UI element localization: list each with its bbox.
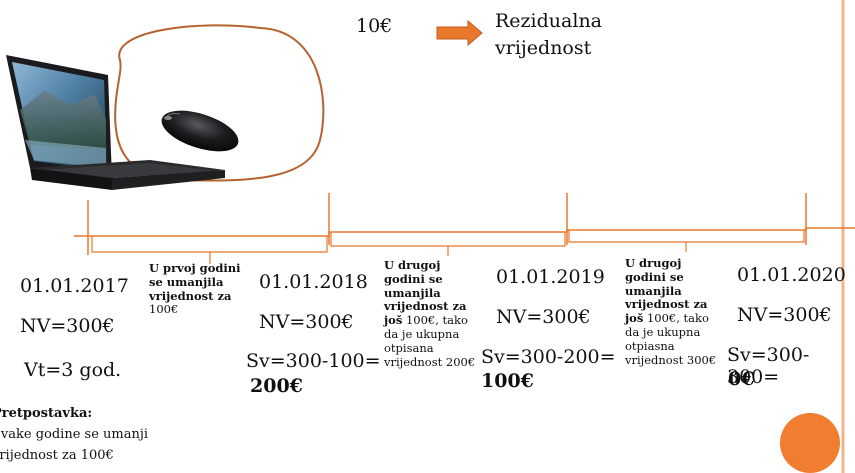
residual-label-line2: vrijednost <box>495 37 592 59</box>
sv-result-2019: 100€ <box>481 370 534 392</box>
sv-result-2020: 0€ <box>728 368 755 390</box>
note-year2: U drugoj godini se umanjila vrijednost z… <box>384 258 478 369</box>
date-2018: 01.01.2018 <box>259 271 368 293</box>
nv-2017: NV=300€ <box>20 315 115 337</box>
sv-2020: Sv=300-300= <box>727 344 810 388</box>
nv-2020: NV=300€ <box>737 304 832 326</box>
note-year1-normal: 100€ <box>149 302 179 317</box>
brace-year3 <box>568 230 805 252</box>
nv-2018: NV=300€ <box>259 311 354 333</box>
vt-2017: Vt=3 god. <box>24 359 122 381</box>
brace-year1 <box>91 236 328 264</box>
note-year3: U drugoj godini se umanjila vrijednost z… <box>625 256 717 367</box>
arrow-right-icon <box>436 19 483 47</box>
note-year2-normal: 100€, tako da je ukupna otpisana vrijedn… <box>384 313 476 369</box>
decorative-circle <box>780 413 840 473</box>
note-year1: U prvoj godini se umanjila vrijednost za… <box>149 261 241 317</box>
nv-2019: NV=300€ <box>496 306 591 328</box>
date-2020: 01.01.2020 <box>737 264 846 286</box>
note-year3-bold: U drugoj godini se umanjila vrijednost z… <box>625 256 708 326</box>
assumption-title: Pretpostavka: <box>0 406 93 421</box>
sv-2018: Sv=300-100= <box>246 350 381 372</box>
sv-result-2018: 200€ <box>250 375 303 397</box>
brace-year2 <box>330 232 566 256</box>
assumption-line2: vrijednost za 100€ <box>0 448 114 463</box>
assumption-line1: Svake godine se umanji <box>0 427 149 442</box>
date-2017: 01.01.2017 <box>20 275 129 297</box>
sv-2019: Sv=300-200= <box>481 346 616 368</box>
assumption-block: Pretpostavka: Svake godine se umanji vri… <box>0 403 148 466</box>
timeline-line <box>74 227 855 237</box>
residual-value: 10€ <box>356 15 393 37</box>
note-year3-normal: 100€, tako da je ukupna otpiasna vrijedn… <box>625 311 717 367</box>
highlight-circle <box>114 24 325 182</box>
note-year2-bold: U drugoj godini se umanjila vrijednost z… <box>384 258 467 328</box>
residual-label: Rezidualna vrijednost <box>495 8 602 62</box>
note-year1-bold: U prvoj godini se umanjila vrijednost za <box>149 261 241 303</box>
residual-label-line1: Rezidualna <box>495 10 603 32</box>
date-2019: 01.01.2019 <box>496 266 605 288</box>
